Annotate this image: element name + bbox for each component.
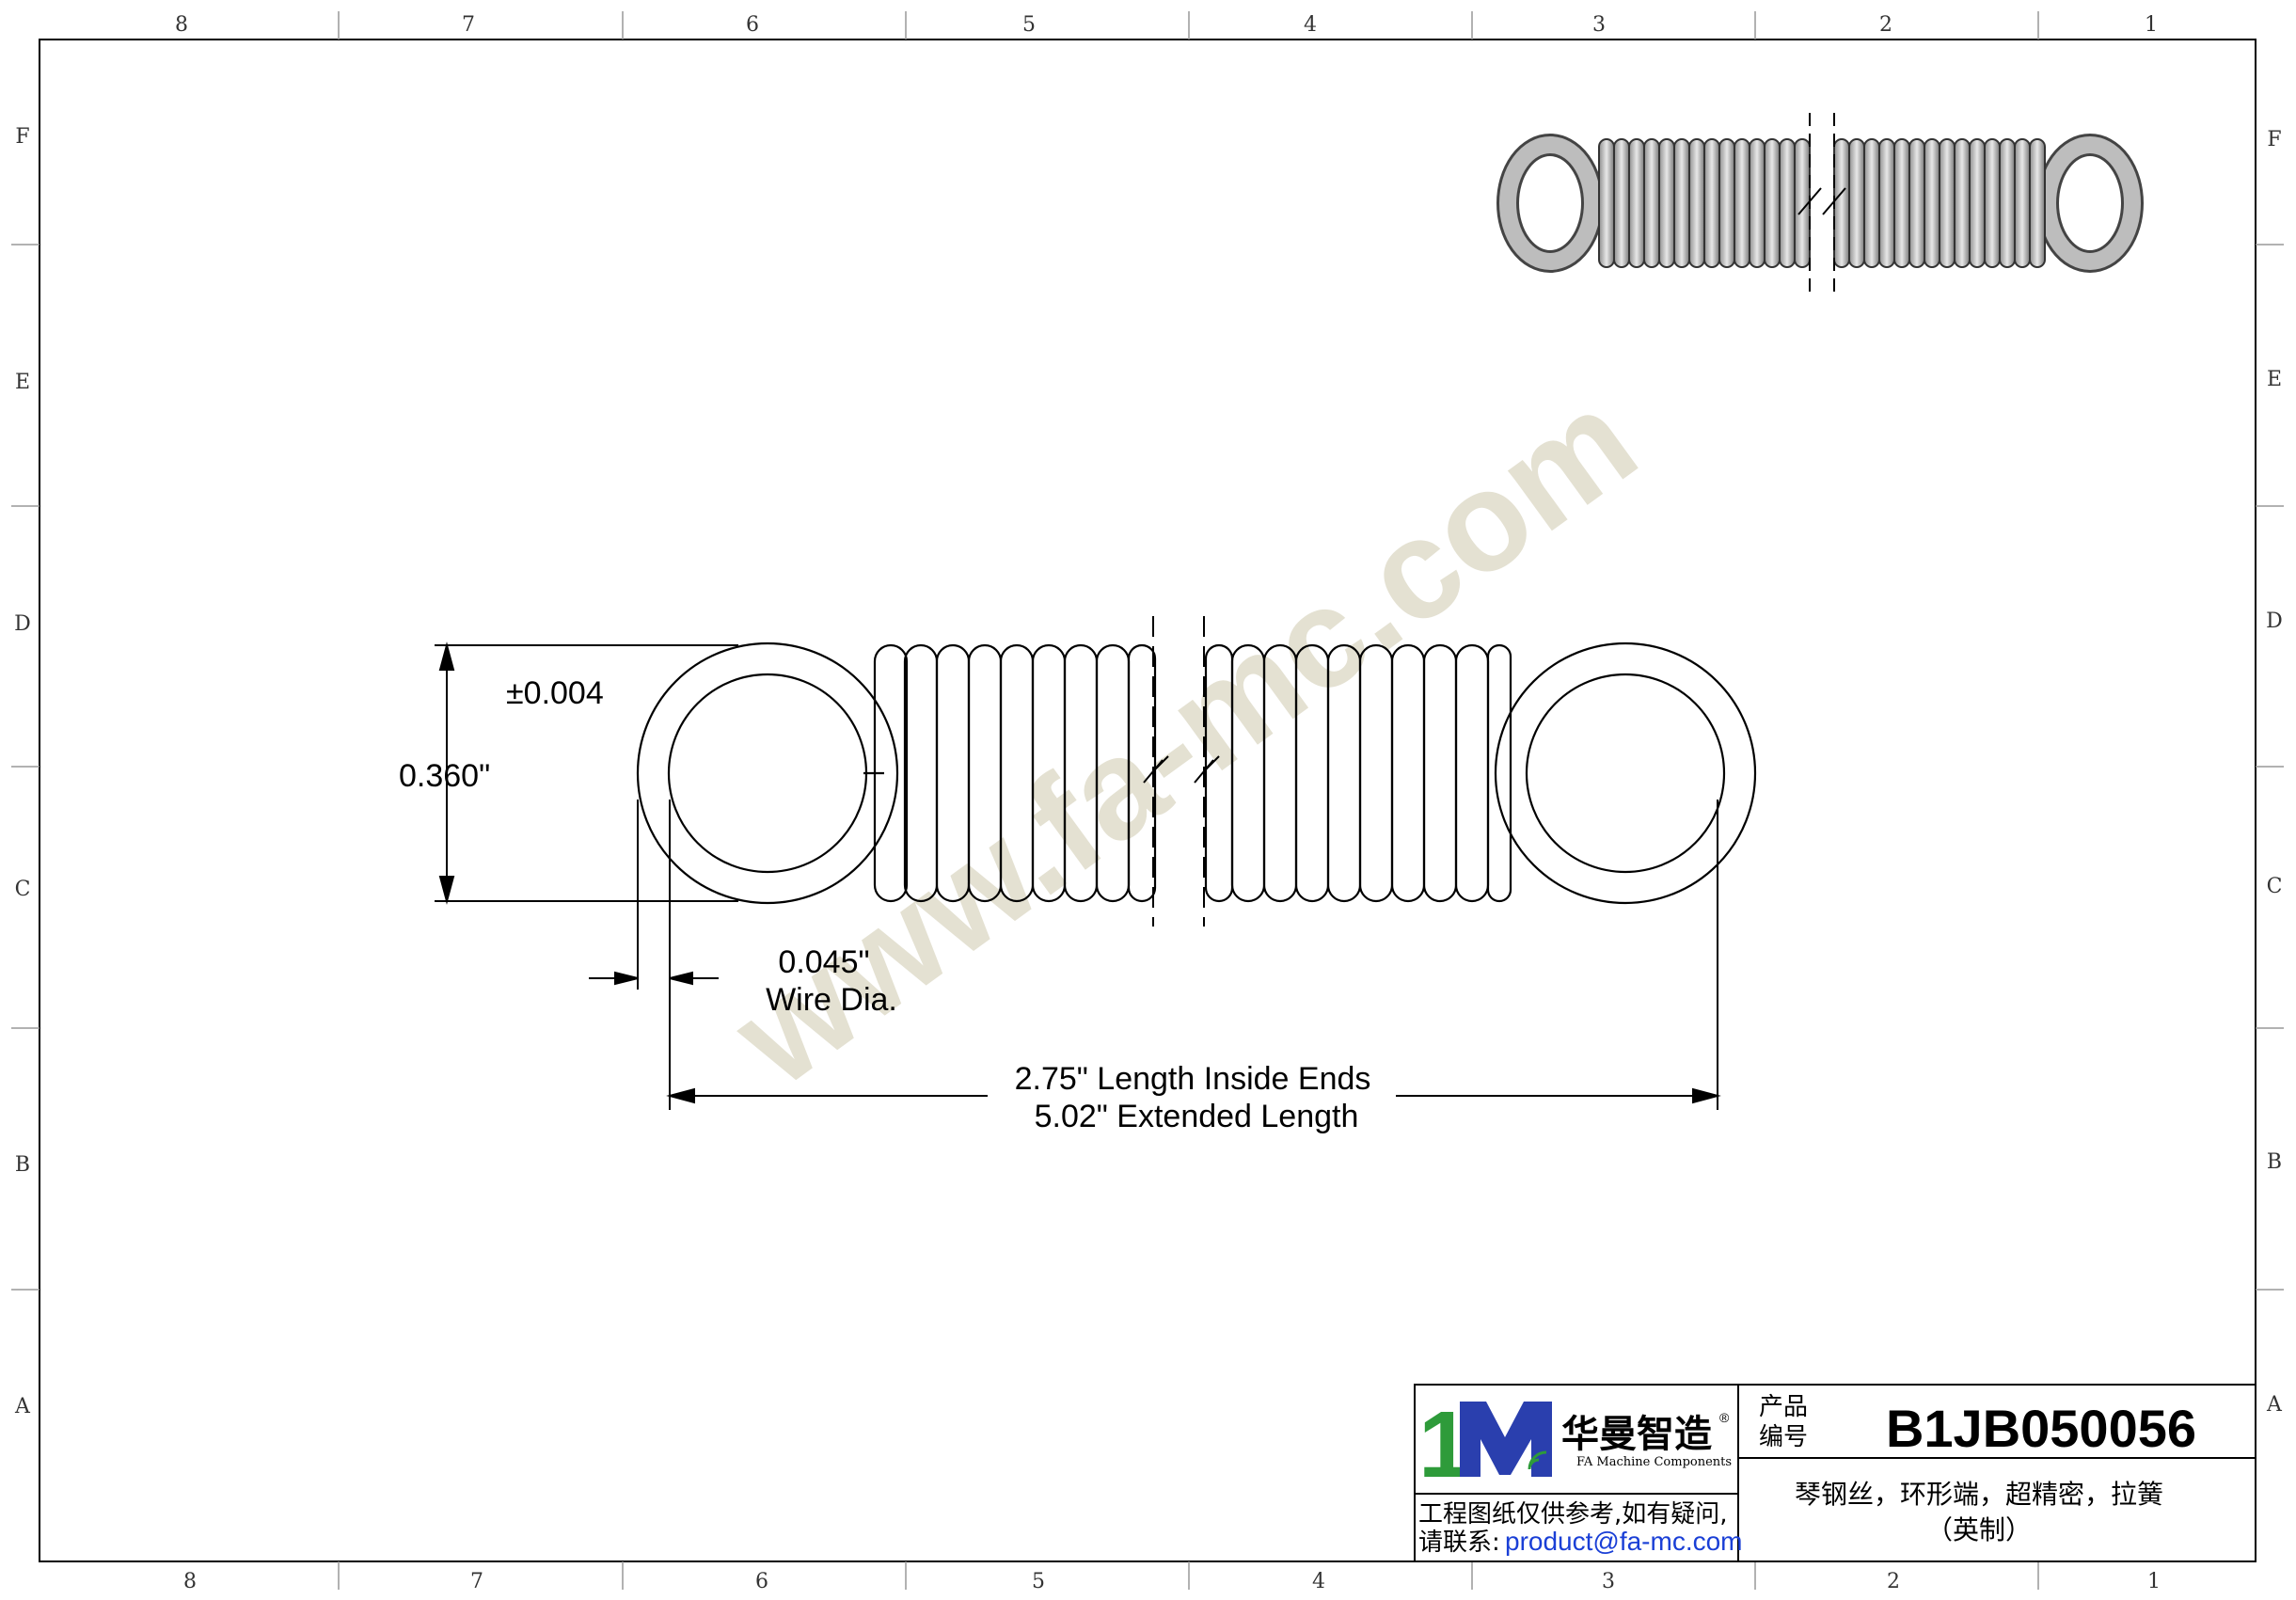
product-label-line1: 产品 [1759,1393,1808,1421]
zone-col-2-top: 2 [1879,13,1892,37]
isometric-spring-view [1496,113,2144,292]
zone-col-5-bottom: 5 [1032,1570,1045,1593]
zone-row-a-right: A [2266,1393,2283,1417]
registered-mark: ® [1719,1410,1730,1425]
spring-outline-view [636,642,1757,905]
reference-note: 工程图纸仅供参考,如有疑问, [1418,1500,1728,1529]
zone-col-4-top: 4 [1304,13,1317,37]
drawing-border [39,39,2256,1562]
product-label-line2: 编号 [1759,1423,1808,1451]
length-inside-ends-label: 2.75" Length Inside Ends [1015,1061,1371,1097]
brand-name-en: FA Machine Components [1576,1455,1732,1469]
tolerance-label: ±0.004 [506,675,604,711]
zone-col-2-bottom: 2 [1887,1570,1900,1593]
zone-row-f-left: F [15,125,29,149]
product-description-unit: （英制） [1926,1514,2032,1545]
product-code: B1JB050056 [1886,1399,2196,1458]
logo-mark-m [1460,1402,1552,1477]
zone-row-d-left: D [14,612,31,636]
zone-col-3-bottom: 3 [1602,1570,1615,1593]
zone-row-e-left: E [15,371,30,394]
contact-prefix: 请联系: [1418,1529,1500,1557]
wire-diameter-label: Wire Dia. [766,982,897,1018]
break-lines [1143,616,1220,927]
zone-row-b-left: B [15,1153,30,1177]
contact-email-link[interactable]: product@fa-mc.com [1505,1527,1743,1556]
zone-col-7-bottom: 7 [470,1570,483,1593]
company-logo: 1 华曼智造 ® FA Machine Components [1418,1392,1732,1497]
dimension-lines [435,642,1721,1110]
zone-row-e-right: E [2267,368,2282,391]
outer-diameter-label: 0.360" [399,758,490,794]
zone-col-3-top: 3 [1592,13,1606,37]
zone-col-5-top: 5 [1022,13,1036,37]
zone-row-f-right: F [2267,128,2281,151]
zone-col-6-bottom: 6 [755,1570,768,1593]
zone-row-b-right: B [2267,1150,2282,1174]
zone-row-d-right: D [2266,610,2283,633]
zone-col-6-top: 6 [746,13,759,37]
zone-col-1-top: 1 [2145,13,2158,37]
zone-col-8-top: 8 [175,13,188,37]
zone-col-7-top: 7 [462,13,475,37]
zone-ticks [11,11,2284,1590]
zone-row-a-left: A [14,1395,31,1418]
extended-length-label: 5.02" Extended Length [1035,1099,1359,1134]
zone-col-4-bottom: 4 [1312,1570,1325,1593]
zone-col-8-bottom: 8 [183,1570,197,1593]
zone-row-c-left: C [15,878,31,901]
wire-diameter-value: 0.045" [778,944,869,980]
zone-col-1-bottom: 1 [2147,1570,2161,1593]
brand-name-cn: 华曼智造 [1561,1413,1712,1456]
product-description: 琴钢丝，环形端，超精密，拉簧 [1795,1479,2163,1510]
title-block [1414,1384,2256,1562]
zone-row-c-right: C [2267,875,2283,898]
